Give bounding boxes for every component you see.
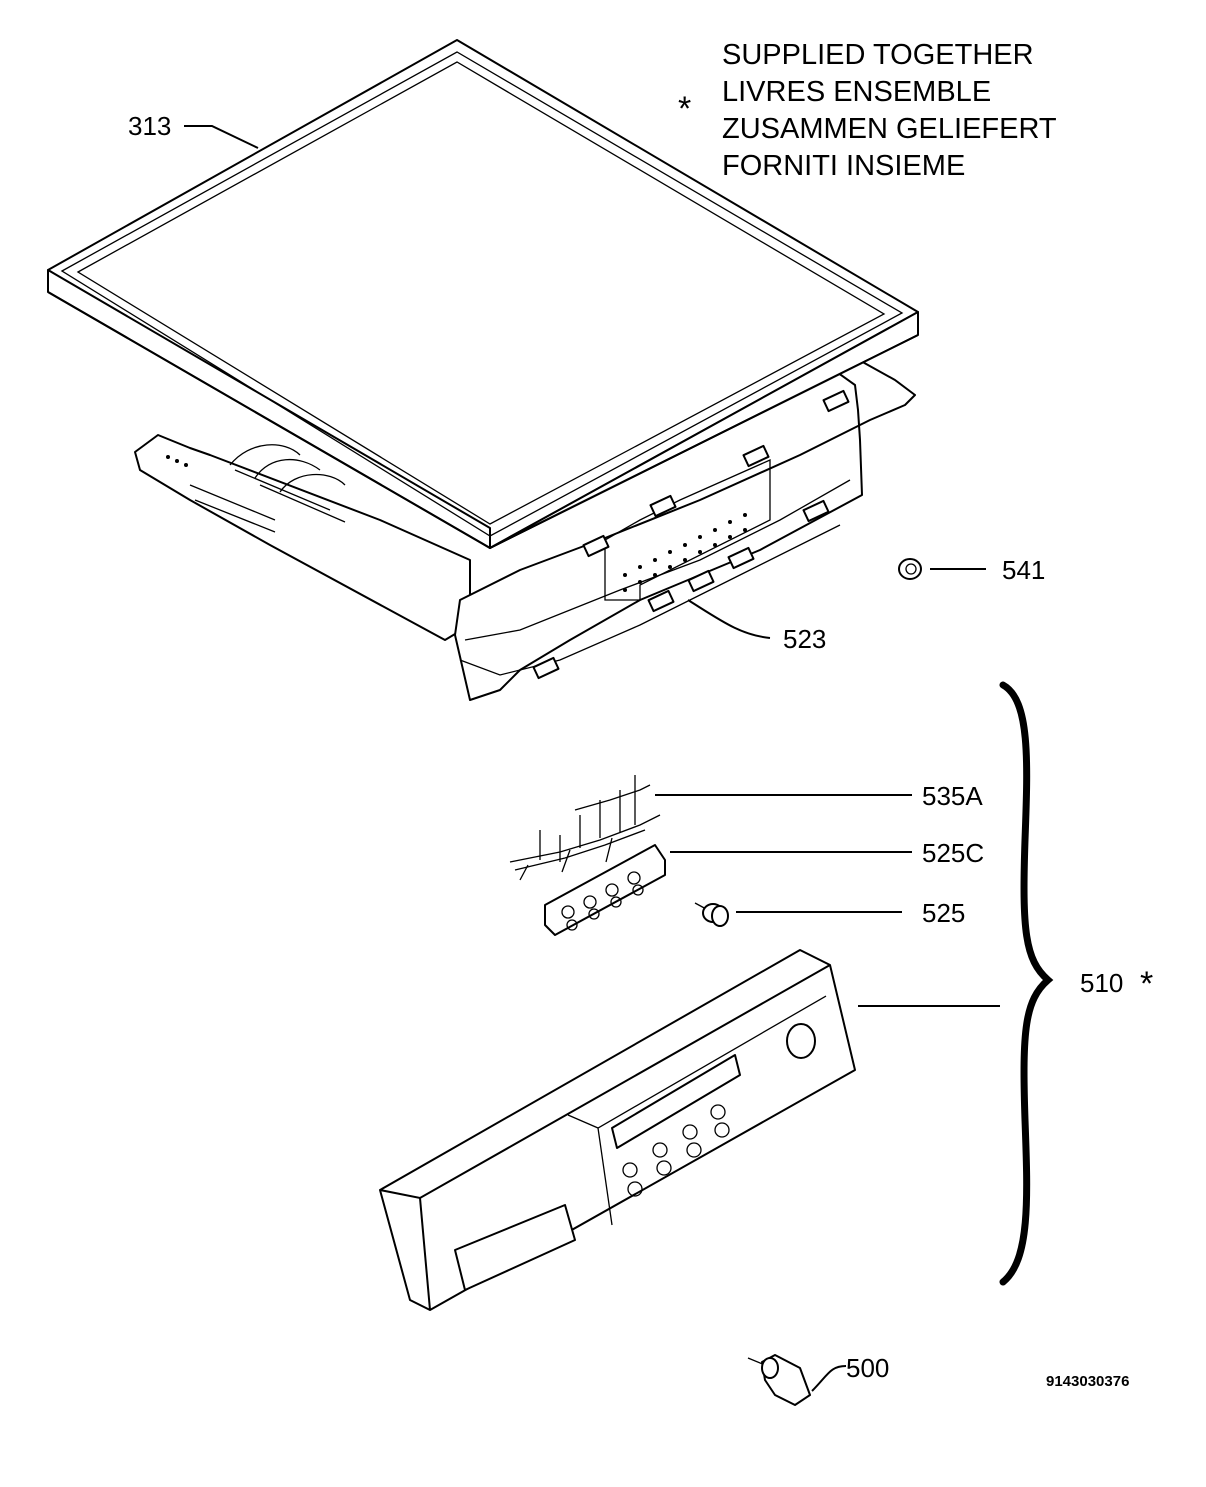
- part-535A-contacts: [509, 775, 661, 881]
- part-labels: 313 523 541 535A 525C 525 510 * 500 9143…: [128, 111, 1153, 1390]
- label-525C: 525C: [922, 838, 984, 868]
- leader-lines: [184, 125, 1000, 1392]
- label-313: 313: [128, 111, 171, 141]
- note-asterisk: *: [678, 90, 691, 128]
- part-523-top-frame: [134, 354, 916, 701]
- note-line-it: FORNITI INSIEME: [722, 150, 965, 182]
- note-line-en: SUPPLIED TOGETHER: [722, 39, 1034, 71]
- label-525: 525: [922, 898, 965, 928]
- label-500: 500: [846, 1353, 889, 1383]
- label-541: 541: [1002, 555, 1045, 585]
- note-line-de: ZUSAMMEN GELIEFERT: [722, 113, 1057, 145]
- group-brace-510: [999, 681, 1054, 1286]
- part-541-washer: [898, 558, 922, 580]
- label-523: 523: [783, 624, 826, 654]
- part-510-control-panel: [379, 949, 856, 1311]
- supplied-together-note: * SUPPLIED TOGETHER LIVRES ENSEMBLE ZUSA…: [678, 39, 1057, 182]
- part-313-lid: [47, 39, 919, 550]
- part-525-button: [694, 902, 729, 927]
- label-510: 510: [1080, 968, 1123, 998]
- note-line-fr: LIVRES ENSEMBLE: [722, 76, 991, 108]
- part-500-knob: [747, 1354, 811, 1406]
- label-535A: 535A: [922, 781, 983, 811]
- part-525C-pcb: [544, 844, 666, 936]
- label-510-asterisk: *: [1140, 965, 1153, 1003]
- document-number: 9143030376: [1046, 1373, 1129, 1390]
